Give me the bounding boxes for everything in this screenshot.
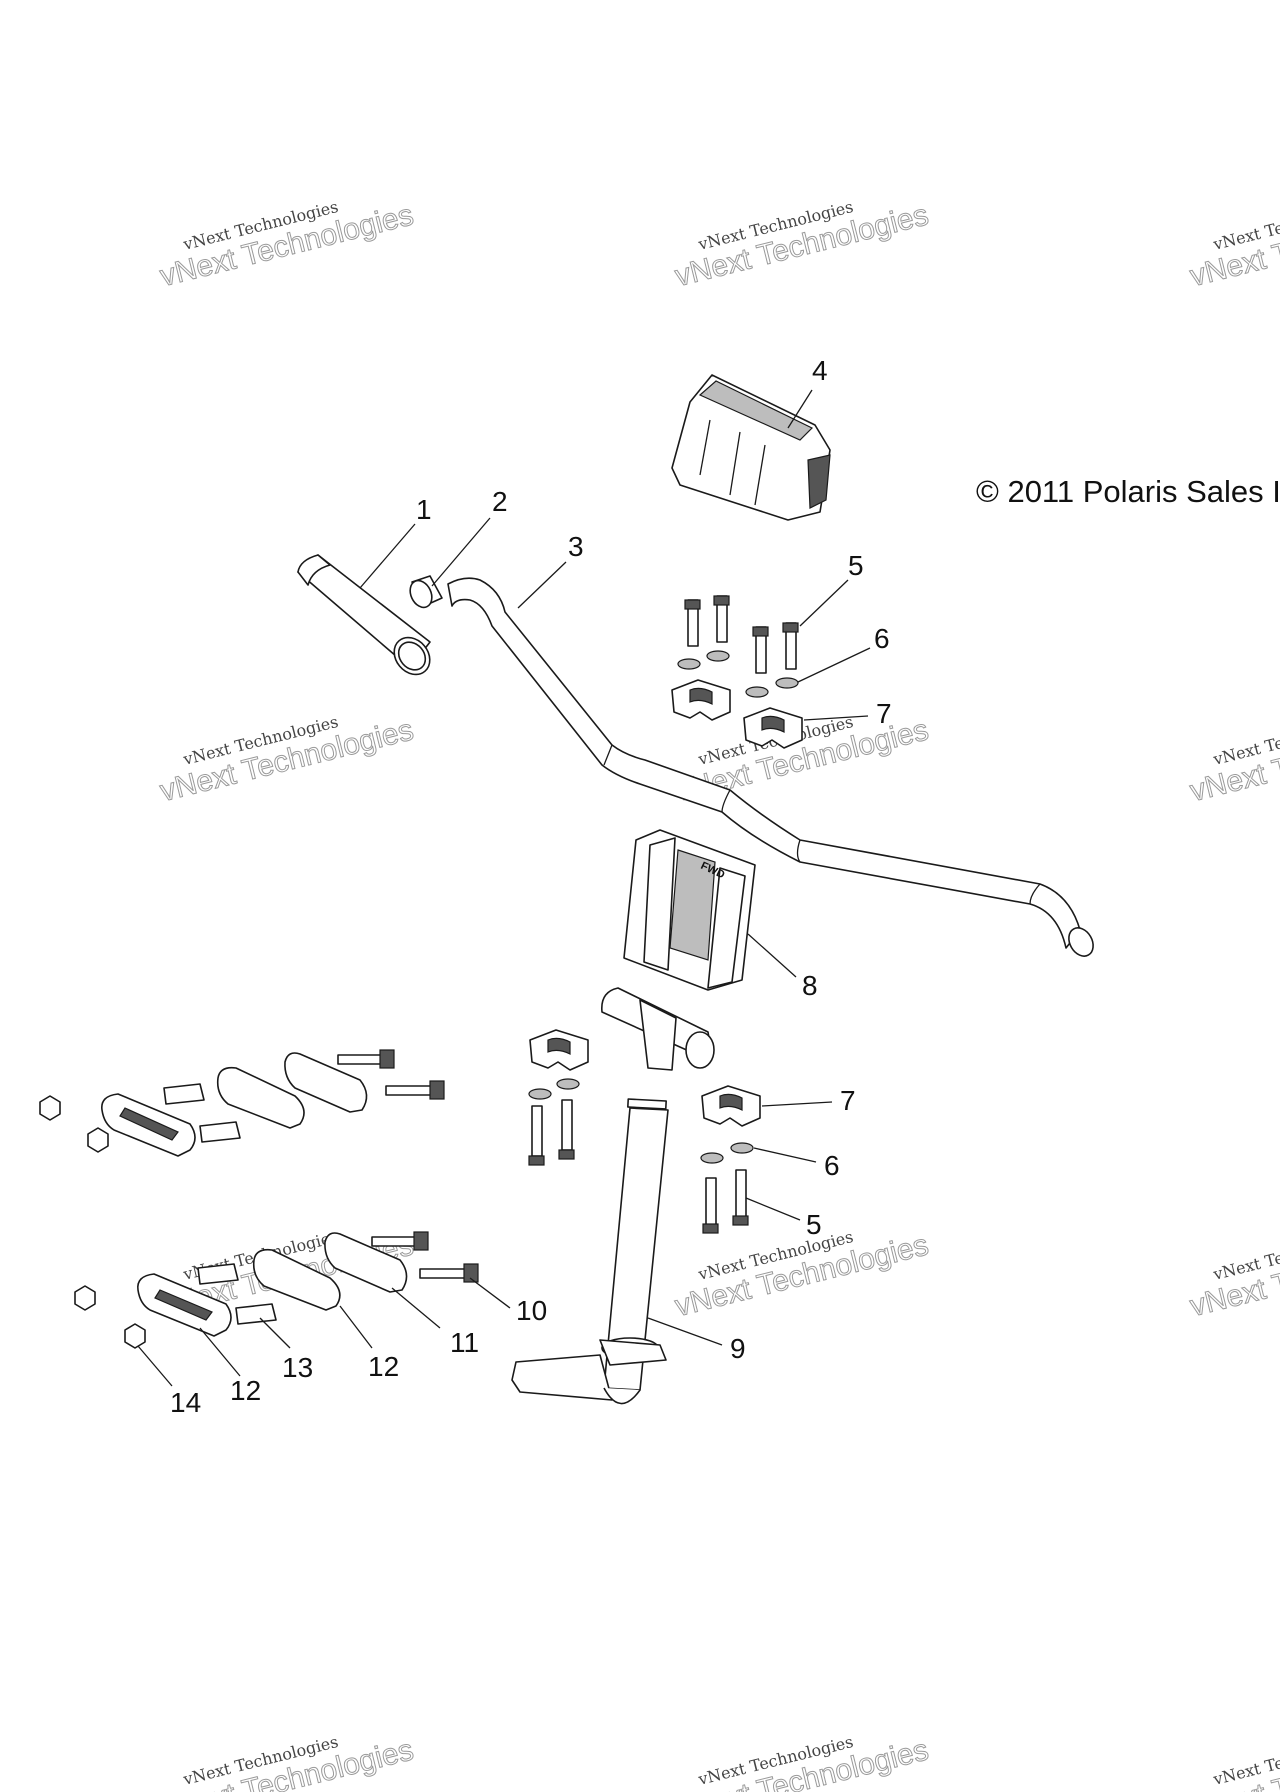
callout-11: 11 bbox=[450, 1327, 479, 1358]
callout-7-upper: 7 bbox=[876, 698, 892, 729]
upper-bolts[interactable] bbox=[684, 595, 799, 674]
callout-4: 4 bbox=[812, 355, 828, 386]
upper-linkage-assembly[interactable] bbox=[39, 1049, 445, 1157]
bolt-upper-4 bbox=[782, 622, 799, 670]
callout-5-lower: 5 bbox=[806, 1209, 822, 1240]
callout-2: 2 bbox=[492, 486, 508, 517]
part-4-bar-pad[interactable] bbox=[671, 374, 831, 521]
nut-14 bbox=[124, 1323, 146, 1349]
callout-12-left: 12 bbox=[230, 1375, 261, 1406]
callout-5-upper: 5 bbox=[848, 550, 864, 581]
part-3-handlebar[interactable] bbox=[447, 577, 1098, 960]
lower-right-clamp[interactable] bbox=[700, 1085, 761, 1234]
part-8-riser-block[interactable]: FWD bbox=[623, 829, 756, 991]
callout-9: 9 bbox=[730, 1333, 746, 1364]
leader-lines bbox=[137, 389, 871, 1387]
part-1-grip[interactable] bbox=[297, 554, 437, 682]
upper-clamps[interactable] bbox=[671, 679, 803, 749]
callout-3: 3 bbox=[568, 531, 584, 562]
copyright-text: © 2011 Polaris Sales In bbox=[976, 474, 1280, 509]
callout-6-lower: 6 bbox=[824, 1150, 840, 1181]
nut-lower-1 bbox=[74, 1285, 96, 1311]
callout-6-upper: 6 bbox=[874, 623, 890, 654]
bolt-upper-1 bbox=[684, 599, 701, 647]
callout-14: 14 bbox=[170, 1387, 201, 1418]
upper-washers[interactable] bbox=[677, 650, 799, 698]
callout-8: 8 bbox=[802, 970, 818, 1001]
bolt-upper-2 bbox=[713, 595, 730, 643]
part-9-steering-post[interactable] bbox=[511, 987, 715, 1405]
callout-7-lower: 7 bbox=[840, 1085, 856, 1116]
lower-linkage-assembly[interactable] bbox=[74, 1231, 479, 1349]
callout-12-right: 12 bbox=[368, 1351, 399, 1382]
part-2-end-cap[interactable] bbox=[406, 575, 443, 611]
callout-13: 13 bbox=[282, 1352, 313, 1383]
callout-1: 1 bbox=[416, 494, 432, 525]
callout-numbers: 1 2 3 4 5 6 7 8 7 6 5 9 10 11 12 12 13 1… bbox=[170, 355, 892, 1418]
bolt-upper-3 bbox=[752, 626, 769, 674]
lower-left-clamp[interactable] bbox=[528, 1029, 589, 1166]
callout-10: 10 bbox=[516, 1295, 547, 1326]
